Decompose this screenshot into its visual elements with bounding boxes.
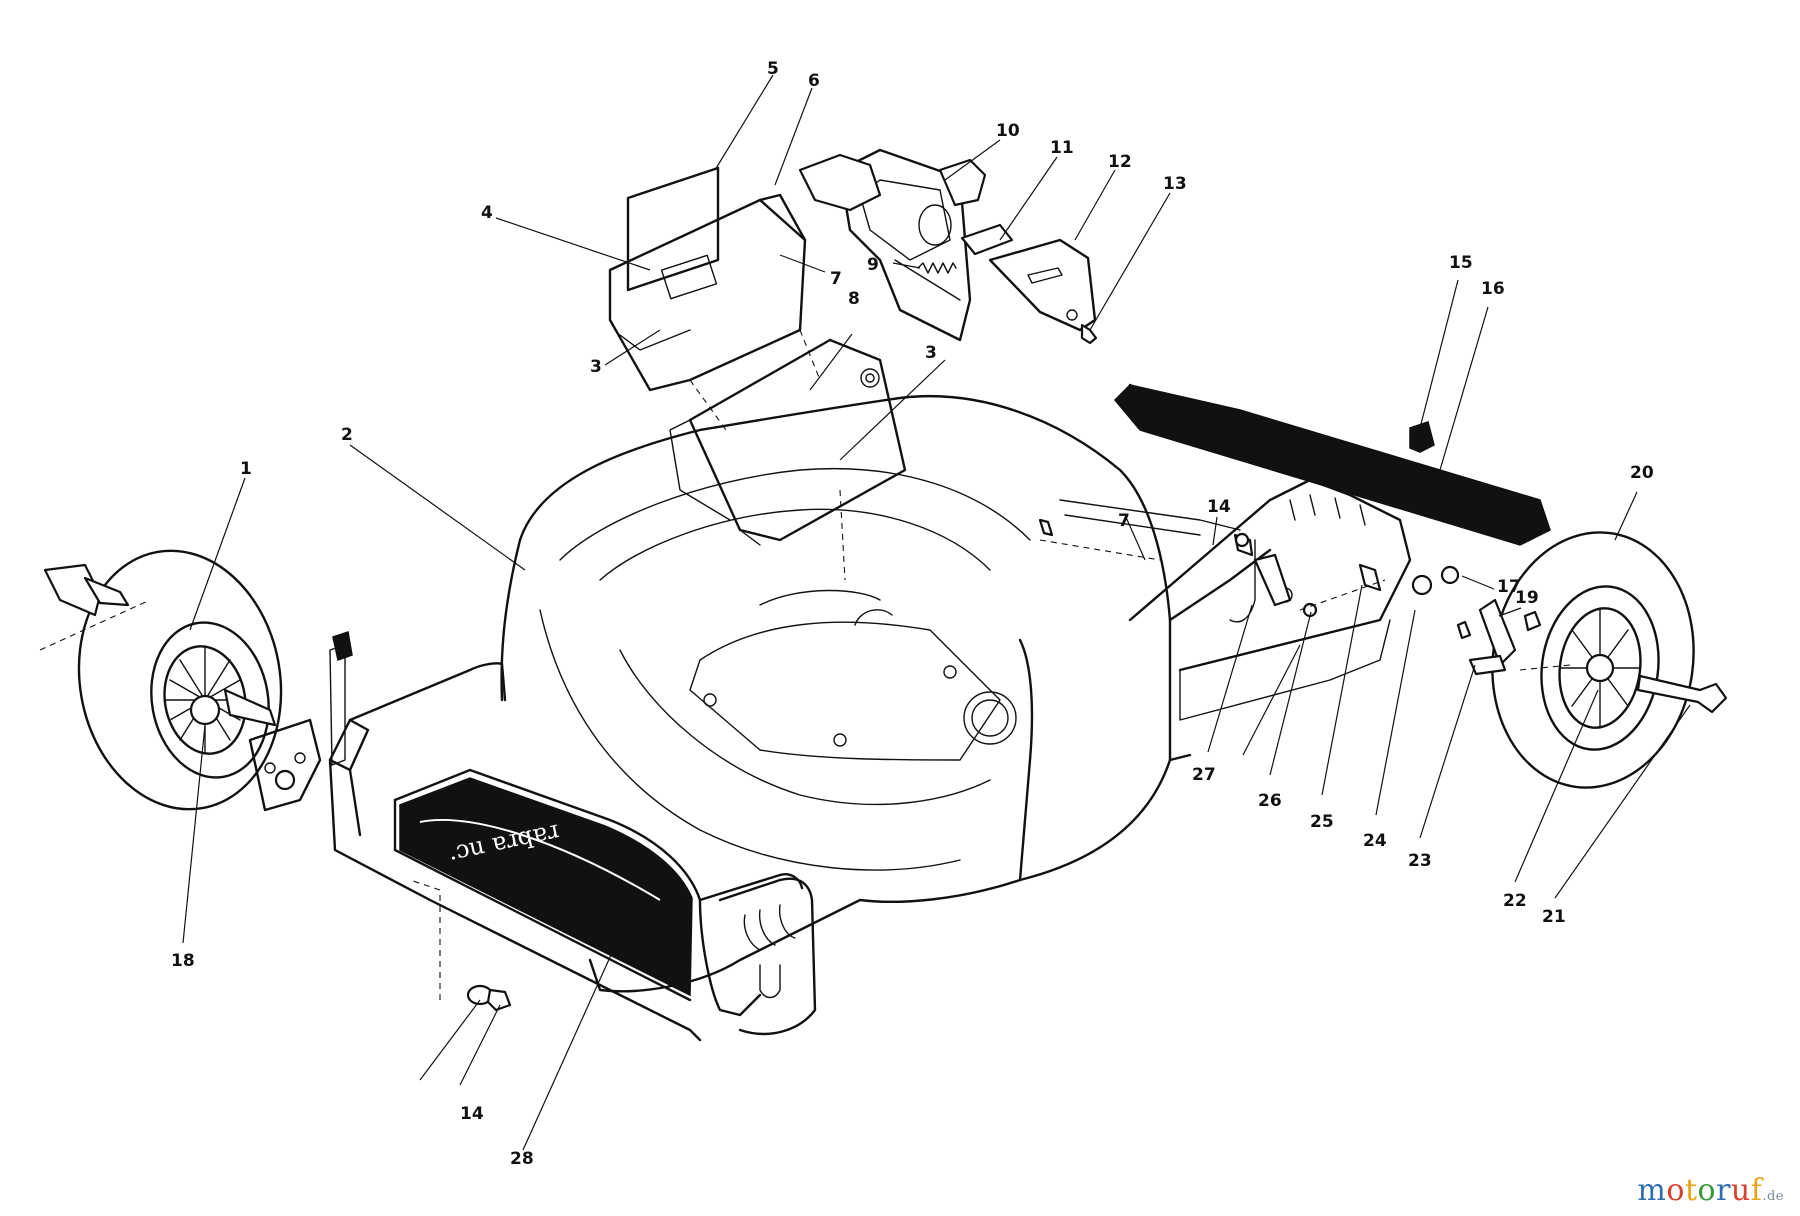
callout-2: 2 [341,425,353,445]
callout-11: 11 [1050,138,1074,158]
callout-19: 20 [1630,463,1654,483]
callout-24: 25 [1310,812,1334,832]
watermark-letter: u [1730,1173,1751,1208]
callout-1: 1 [240,459,252,479]
knob [1409,421,1435,453]
watermark-letter: t [1684,1173,1698,1208]
callout-17: 17 [1497,577,1521,597]
callout-3a: 3 [590,357,602,377]
handle-bracket [798,148,987,342]
callout-7b: 7 [1118,511,1130,531]
hinge-plate [608,193,807,392]
front-height-bracket [698,873,804,999]
leader-lines [182,74,1691,1151]
callout-labels: 1 2 3 3 4 5 6 7 7 8 9 10 11 12 13 14 14 … [171,59,1654,1169]
callout-8: 8 [848,289,860,309]
callout-10: 10 [996,121,1020,141]
callout-14a: 14 [1207,497,1231,517]
callout-18b: 19 [1515,588,1539,608]
decal-plate [626,166,720,292]
bottom-fasteners [466,984,512,1012]
callout-14b: 14 [460,1104,484,1124]
handle-tube [1113,383,1551,546]
callout-23: 24 [1363,831,1387,851]
rear-frame [1128,478,1412,721]
watermark-suffix: .de [1762,1189,1784,1204]
watermark-letter: o [1666,1173,1685,1208]
site-watermark-logo: motoruf.de [1637,1173,1784,1208]
callout-13: 13 [1163,174,1187,194]
callout-5: 5 [767,59,779,79]
rear-wheel-assembly [1491,531,1728,789]
callout-27: 28 [510,1149,534,1169]
callout-16: 16 [1481,279,1505,299]
callout-7a: 7 [830,269,842,289]
adjuster-plate [988,238,1097,332]
callout-15: 15 [1449,253,1473,273]
front-wheel-assembly [39,549,283,811]
callout-12: 12 [1108,152,1132,172]
callout-3b: 3 [925,343,937,363]
assembly-guide-lines [409,329,1571,1000]
spring [917,262,957,274]
callout-22: 23 [1408,851,1432,871]
center-bracket [669,338,907,546]
callout-25: 26 [1258,791,1282,811]
watermark-letter: o [1697,1173,1717,1208]
rear-hardware [1038,518,1542,676]
callout-18a: 18 [171,951,195,971]
pivot-pin [960,223,1014,256]
rear-rod [1059,499,1241,536]
callout-6: 6 [808,71,820,91]
mower-deck-housing: .ɔu ɐɹqɐɹ [328,394,1272,1042]
callout-20: 21 [1542,907,1566,927]
watermark-letter: r [1716,1173,1731,1208]
callout-26: 27 [1192,765,1216,785]
watermark-letter: m [1637,1173,1667,1208]
callout-9: 9 [867,255,879,275]
screw-13 [1080,323,1098,345]
watermark-letter: f [1750,1173,1763,1208]
left-height-adjuster [248,631,353,812]
callout-21: 22 [1503,891,1527,911]
callout-4: 4 [481,203,493,223]
